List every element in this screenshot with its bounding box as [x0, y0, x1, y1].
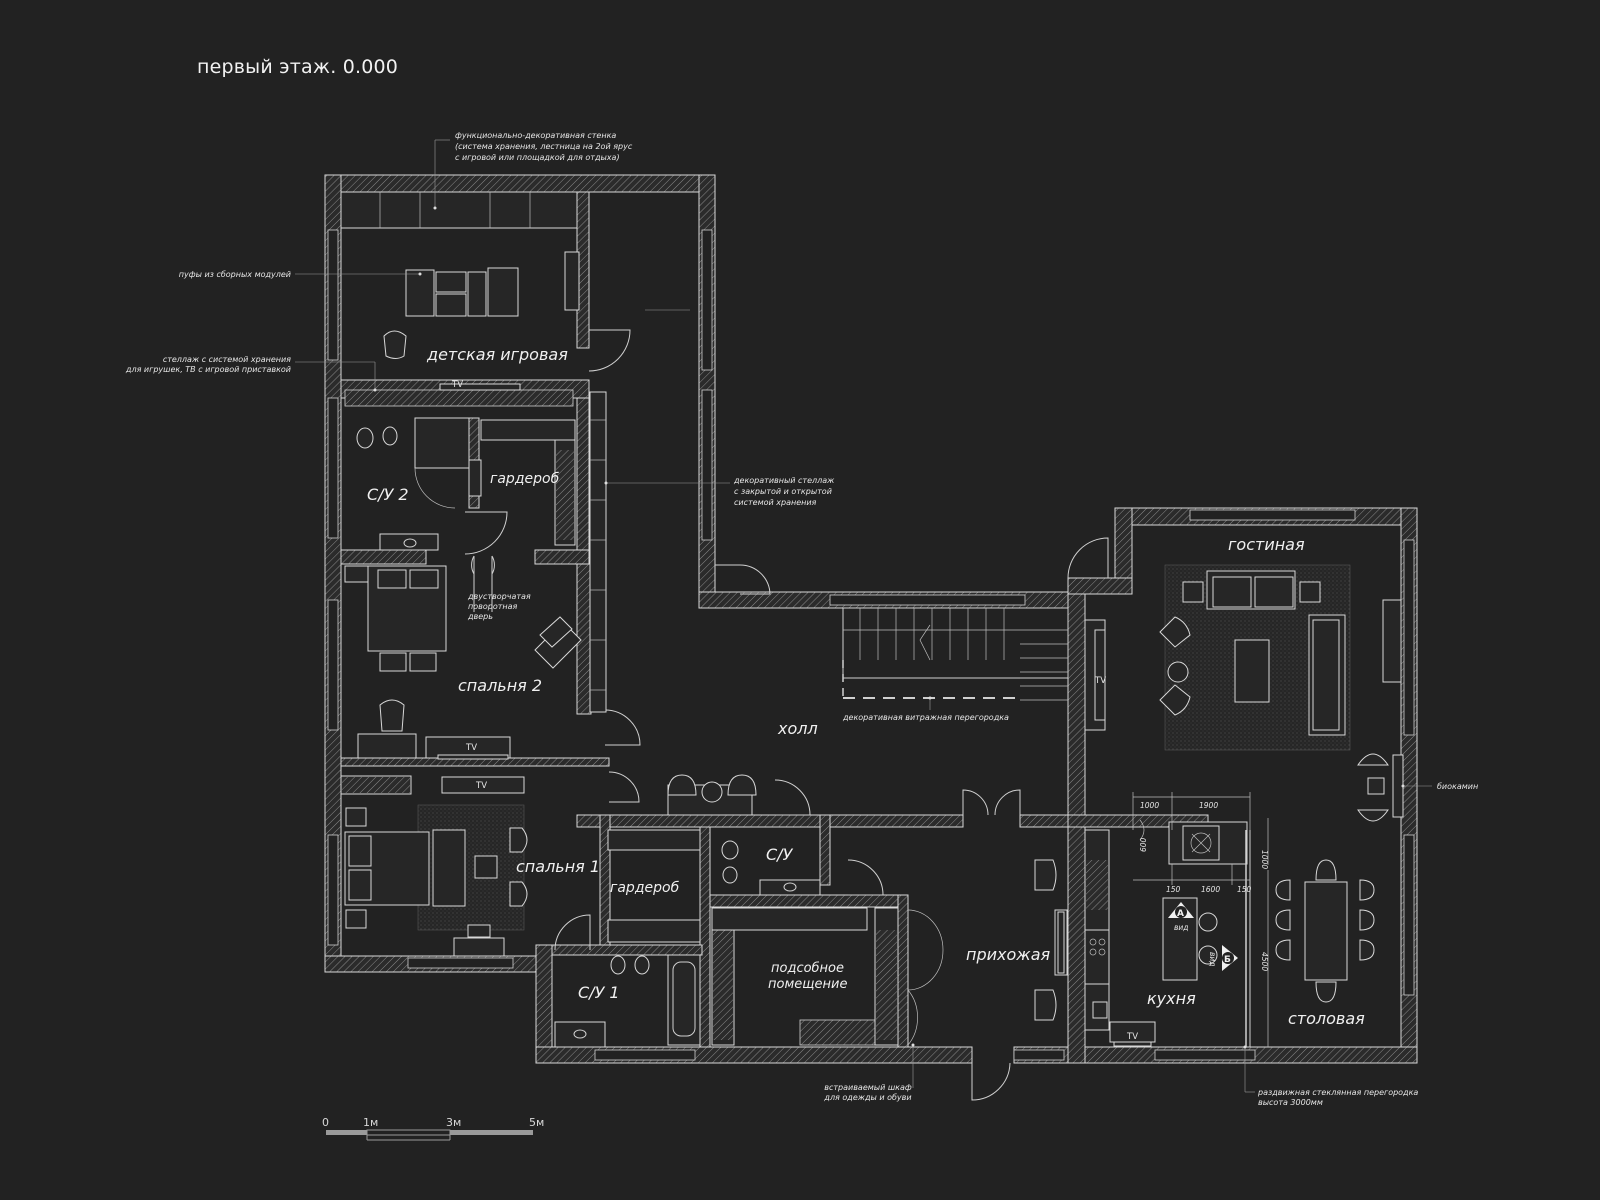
- note-deco-rack-1: декоративный стеллаж: [733, 476, 835, 485]
- view-b-letter: Б: [1224, 955, 1231, 965]
- scale-label-5m: 5м: [529, 1116, 544, 1129]
- note-deco-rack-3: системой хранения: [734, 498, 817, 507]
- kitchen-furniture: [1084, 821, 1251, 1047]
- note-fireplace: биокамин: [1437, 782, 1478, 791]
- room-label-wc: С/У: [766, 845, 794, 864]
- room-label-dining: столовая: [1288, 1009, 1365, 1028]
- room-label-living: гостиная: [1228, 535, 1305, 554]
- tv-label-kids: TV: [451, 380, 463, 390]
- note-double-door-2: поворотная: [468, 602, 518, 611]
- room-label-utility-line1: подсобное: [771, 961, 844, 976]
- storage-units: [340, 191, 1110, 1046]
- room-label-bedroom2: спальня 2: [458, 676, 542, 695]
- dim-600: 600: [1139, 837, 1148, 852]
- note-wall-unit-1: функционально-декоративная стенка: [455, 131, 616, 140]
- tv-label-bedroom1: TV: [475, 781, 487, 791]
- note-double-door-3: дверь: [467, 612, 493, 621]
- note-builtin-closet-2: для одежды и обуви: [823, 1093, 911, 1102]
- scale-label-0: 0: [322, 1116, 329, 1129]
- room-label-bath2: С/У 2: [367, 485, 409, 504]
- doors: [464, 329, 1109, 1101]
- note-shelving-1: стеллаж с системой хранения: [163, 355, 291, 364]
- view-a-letter: А: [1177, 909, 1184, 919]
- living-room-furniture: [1159, 564, 1402, 751]
- note-sliding-glass-1: раздвижная стеклянная перегородка: [1257, 1088, 1418, 1097]
- tv-label-kitchen: TV: [1126, 1032, 1138, 1042]
- room-label-kitchen: кухня: [1147, 989, 1196, 1008]
- note-sliding-glass-2: высота 3000мм: [1258, 1098, 1323, 1107]
- tv-label-hall: TV: [1094, 676, 1106, 686]
- leader-lines: [295, 139, 1432, 1093]
- bathroom2-fixtures: [356, 417, 482, 551]
- dim-1600: 1600: [1201, 885, 1220, 894]
- note-poufs: пуфы из сборных модулей: [179, 270, 291, 279]
- note-wall-unit-2: (система хранения, лестница на 2ой ярус: [455, 142, 633, 151]
- entrance-furniture: [1034, 859, 1068, 1021]
- room-label-entrance: прихожая: [966, 945, 1050, 964]
- scale-label-3m: 3м: [446, 1116, 461, 1129]
- room-label-bath1: С/У 1: [578, 983, 620, 1002]
- room-label-bedroom1: спальня 1: [516, 857, 600, 876]
- note-stained-glass: декоративная витражная перегородка: [842, 713, 1009, 722]
- scale-bar: [326, 1129, 533, 1141]
- view-marker-b: [1222, 945, 1238, 971]
- biofireplace: [1357, 753, 1404, 822]
- tv-label-bedroom2: TV: [465, 743, 477, 753]
- dim-1000: 1000: [1140, 801, 1159, 810]
- note-double-door-1: двустворчатая: [467, 592, 531, 601]
- dim-1900: 1900: [1199, 801, 1218, 810]
- dim-1000-vertical: 1000: [1260, 850, 1269, 869]
- kids-room-furniture: [383, 251, 580, 359]
- room-label-kids-play: детская игровая: [426, 345, 568, 364]
- kitchen-dimensions: [1132, 792, 1269, 1047]
- staircase: [842, 607, 1069, 701]
- note-builtin-closet-1: встраиваемый шкаф: [824, 1083, 912, 1092]
- dining-furniture: [1275, 859, 1375, 1003]
- note-deco-rack-2: с закрытой и открытой: [734, 487, 832, 496]
- dim-150-left: 150: [1166, 885, 1181, 894]
- drawing-title: первый этаж. 0.000: [197, 56, 399, 78]
- view-marker-a: [1168, 902, 1194, 918]
- room-label-utility-line2: помещение: [768, 977, 847, 992]
- hall-furniture: [667, 607, 1106, 816]
- windows: [327, 229, 1415, 1061]
- view-b-label: вид: [1208, 952, 1217, 966]
- scale-label-1m: 1м: [363, 1116, 378, 1129]
- room-label-hall: холл: [777, 719, 818, 738]
- note-shelving-2: для игрушек, ТВ с игровой приставкой: [125, 365, 291, 374]
- room-label-wardrobe-bottom: гардероб: [610, 880, 680, 896]
- dim-4500: 4500: [1260, 952, 1269, 971]
- stained-glass-partition: [842, 660, 1020, 699]
- bedroom1-furniture: [344, 776, 528, 957]
- dim-150-right: 150: [1237, 885, 1252, 894]
- note-wall-unit-3: с игровой или площадкой для отдыха): [455, 153, 620, 162]
- bedroom2-furniture: [344, 565, 582, 760]
- bath1-fixtures: [554, 840, 821, 1048]
- room-label-wardrobe-top: гардероб: [490, 471, 560, 487]
- view-a-label: вид: [1174, 923, 1188, 932]
